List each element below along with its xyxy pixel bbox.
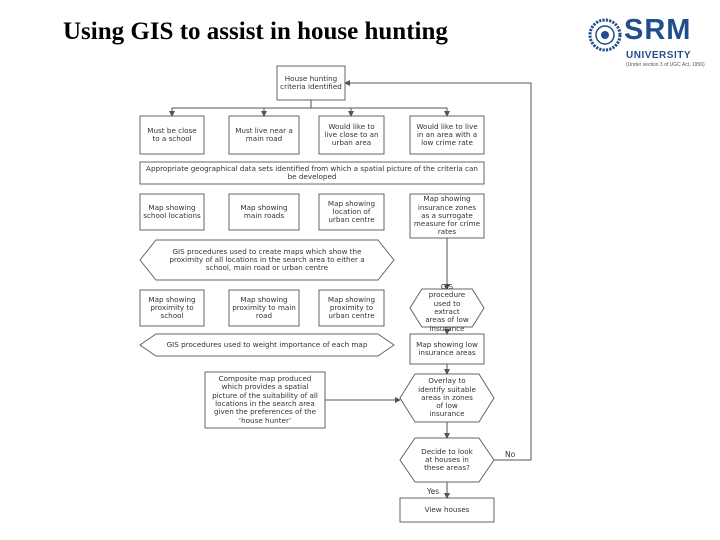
node-composite: Composite map produced which provides a …	[212, 374, 318, 425]
node-shape-proximity_maps-0	[139, 289, 205, 327]
node-shape-proximity_maps-2	[318, 289, 385, 327]
node-maps-2: Map showing location of urban centre	[327, 198, 376, 225]
node-maps-0: Map showing school locations	[143, 202, 201, 220]
page-title: Using GIS to assist in house hunting	[63, 18, 448, 45]
node-low_insurance_map: Map showing low insurance areas	[416, 339, 478, 357]
node-shape-criteria-1	[228, 115, 300, 155]
node-criteria-1: Must live near a main road	[235, 125, 293, 143]
node-data_sets: Appropriate geographical data sets ident…	[146, 163, 478, 181]
node-decision: Decide to look at houses in these areas?	[421, 446, 473, 473]
node-proximity_maps-0: Map showing proximity to school	[148, 294, 196, 321]
connector-arrow	[261, 100, 312, 117]
node-criteria-3: Would like to live in an area with a low…	[416, 121, 478, 148]
node-criteria-0: Must be close to a school	[147, 125, 197, 143]
node-criteria-2: Would like to live close to an urban are…	[324, 121, 379, 148]
node-shape-start	[276, 65, 346, 101]
node-shape-gis_proximity	[139, 239, 395, 281]
node-shape-decision	[399, 437, 495, 483]
logo-subtitle: UNIVERSITY	[626, 50, 692, 61]
node-proximity_maps-1: Map showing proximity to main road	[232, 294, 296, 321]
node-shape-criteria-2	[318, 115, 385, 155]
node-shape-maps-0	[139, 193, 205, 231]
node-shape-criteria-0	[139, 115, 205, 155]
node-shape-maps-2	[318, 193, 385, 231]
node-shape-low_insurance_map	[409, 333, 485, 365]
connector-arrow	[310, 100, 450, 117]
node-start: House hunting criteria identified	[280, 73, 342, 91]
srm-emblem-icon	[588, 18, 622, 52]
node-maps-3: Map showing insurance zones as a surroga…	[413, 194, 481, 237]
node-proximity_maps-2: Map showing proximity to urban centre	[327, 294, 376, 321]
node-shape-criteria-3	[409, 115, 485, 155]
node-shape-gis_extract	[409, 288, 485, 328]
logo-tagline: (Under section 3 of UGC Act, 1956)	[626, 62, 705, 68]
connector-arrow	[344, 80, 532, 461]
node-shape-maps-3	[409, 193, 485, 239]
srm-logo: SRM UNIVERSITY (Under section 3 of UGC A…	[588, 14, 708, 76]
node-shape-end	[399, 497, 495, 523]
node-shape-proximity_maps-1	[228, 289, 300, 327]
logo-name: SRM	[624, 14, 692, 46]
node-maps-1: Map showing main roads	[240, 202, 288, 220]
node-shape-maps-1	[228, 193, 300, 231]
node-gis_proximity: GIS procedures used to create maps which…	[169, 246, 365, 273]
node-shape-data_sets	[139, 161, 485, 185]
node-end: View houses	[424, 504, 470, 514]
node-gis_weight: GIS procedures used to weight importance…	[166, 339, 368, 349]
node-shape-gis_weight	[139, 333, 395, 357]
node-overlay: Overlay to identify suitable areas in zo…	[418, 376, 476, 419]
node-gis_extract: GIS procedure used to extract areas of l…	[425, 282, 469, 333]
no-label: No	[505, 450, 516, 459]
node-shape-composite	[204, 371, 326, 429]
yes-label: Yes	[427, 487, 440, 496]
